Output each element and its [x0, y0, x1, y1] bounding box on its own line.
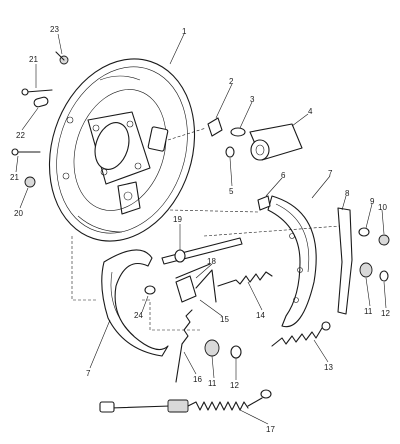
assembly-lines: [71, 127, 341, 331]
callout-3: 3: [250, 95, 255, 104]
callout-12-lower: 12: [230, 381, 239, 390]
callout-17: 17: [266, 425, 275, 434]
callout-7-right-shoe: 7: [328, 169, 333, 178]
callout-15: 15: [220, 315, 229, 324]
callout-11-upper: 11: [364, 307, 373, 316]
callout-1: 1: [182, 27, 187, 36]
callout-20: 20: [14, 209, 23, 218]
callout-23: 23: [50, 25, 59, 34]
wheel-cylinder-group: [207, 117, 303, 161]
callout-12-upper: 12: [381, 309, 390, 318]
handbrake-cable: [99, 389, 272, 413]
callout-21-lower: 21: [10, 173, 19, 182]
callout-21-upper: 21: [29, 55, 38, 64]
callout-6: 6: [281, 171, 286, 180]
parking-lever-and-adjusters: [257, 195, 390, 315]
callout-4: 4: [308, 107, 313, 116]
callout-22: 22: [16, 131, 25, 140]
callout-16: 16: [193, 375, 202, 384]
callout-9: 9: [370, 197, 375, 206]
callout-labels: 1 2 3 4 5 6 7 7 8 9 10 11 11 12 12 13 14…: [10, 25, 390, 434]
callout-24: 24: [134, 311, 143, 320]
callout-14: 14: [256, 311, 265, 320]
callout-11-lower: 11: [208, 379, 217, 388]
callout-7-left-shoe: 7: [86, 369, 91, 378]
callout-8: 8: [345, 189, 350, 198]
strut-assembly: [144, 237, 243, 303]
brake-shoe-right: [267, 195, 317, 328]
hardware-left: [11, 51, 69, 188]
callout-2: 2: [229, 77, 234, 86]
callout-5: 5: [229, 187, 234, 196]
callout-13: 13: [324, 363, 333, 372]
callout-19: 19: [173, 215, 182, 224]
backing-plate: [48, 58, 196, 242]
callout-18: 18: [207, 257, 216, 266]
leader-lines: [15, 33, 387, 425]
brake-shoe-left: [101, 249, 169, 357]
callout-10: 10: [378, 203, 387, 212]
